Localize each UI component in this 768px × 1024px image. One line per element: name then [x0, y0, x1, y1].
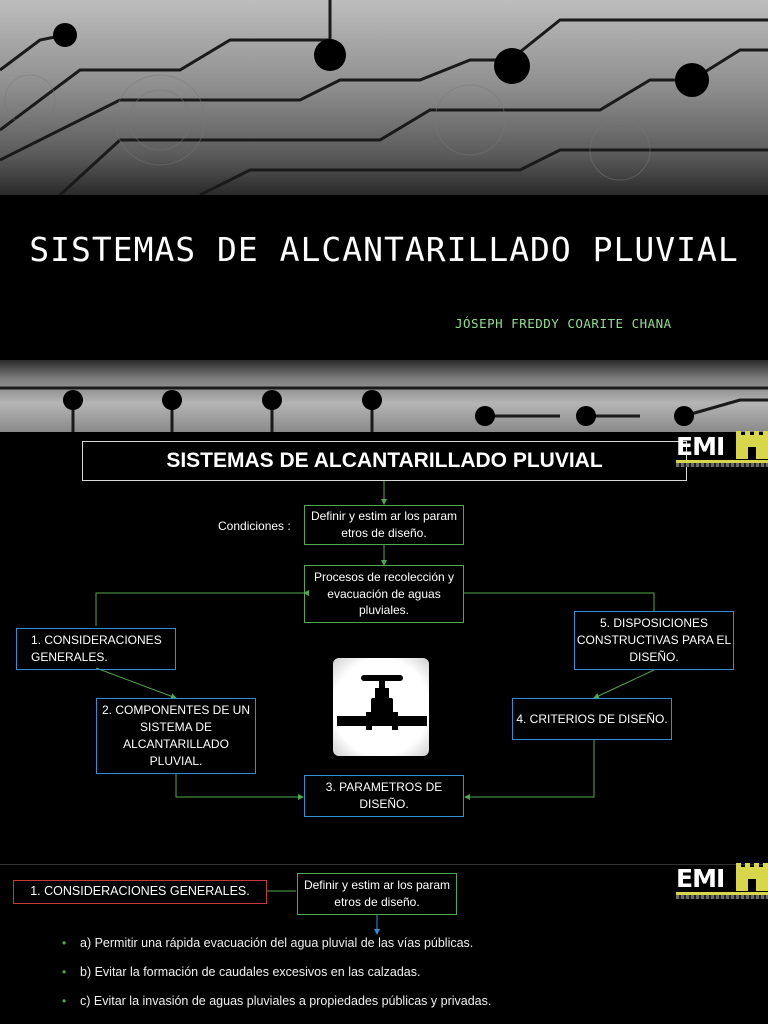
flowchart-title: SISTEMAS DE ALCANTARILLADO PLUVIAL — [82, 441, 687, 481]
considerations-list: •a) Permitir una rápida evacuación del a… — [62, 936, 762, 1023]
title-slide: SISTEMAS DE ALCANTARILLADO PLUVIAL JÓSEP… — [0, 0, 768, 432]
step-2-box: 2. COMPONENTES DE UN SISTEMA DE ALCANTAR… — [96, 698, 256, 774]
circuit-banner-top — [0, 0, 768, 195]
emi-logo: EMI — [676, 863, 768, 900]
castle-icon — [736, 863, 768, 891]
valve-icon — [333, 658, 429, 756]
list-item: •a) Permitir una rápida evacuación del a… — [62, 936, 474, 950]
step-5-box: 5. DISPOSICIONES CONSTRUCTIVAS PARA EL D… — [574, 611, 734, 670]
conditions-label: Condiciones : — [218, 519, 291, 533]
section-heading: 1. CONSIDERACIONES GENERALES. — [13, 880, 267, 904]
castle-icon — [736, 431, 768, 459]
down-arrow — [267, 890, 380, 935]
bullet-icon: • — [62, 936, 67, 950]
define-parameters-box: Definir y estim ar los param etros de di… — [297, 873, 457, 915]
step-4-box: 4. CRITERIOS DE DISEÑO. — [512, 698, 672, 740]
step-1-box: 1. CONSIDERACIONES GENERALES. — [16, 628, 176, 670]
list-item: •c) Evitar la invasión de aguas pluviale… — [62, 994, 492, 1008]
flow-connectors — [95, 481, 655, 800]
process-box: Procesos de recolección y evacuación de … — [304, 565, 464, 623]
list-item: •b) Evitar la formación de caudales exce… — [62, 965, 421, 979]
define-parameters-box: Definir y estim ar los param etros de di… — [304, 505, 464, 545]
emi-logo-text: EMI — [676, 432, 725, 461]
general-considerations-slide: 1. CONSIDERACIONES GENERALES. Definir y … — [0, 863, 768, 1024]
presentation-title: SISTEMAS DE ALCANTARILLADO PLUVIAL — [29, 230, 739, 269]
author-name: JÓSEPH FREDDY COARITE CHANA — [455, 316, 672, 331]
circuit-banner-bottom — [0, 360, 768, 432]
bullet-icon: • — [62, 965, 67, 979]
flowchart-slide: SISTEMAS DE ALCANTARILLADO PLUVIAL EMI C… — [0, 431, 768, 864]
step-3-box: 3. PARAMETROS DE DISEÑO. — [304, 775, 464, 817]
emi-logo-text: EMI — [676, 864, 725, 893]
emi-logo: EMI — [676, 431, 768, 468]
bullet-icon: • — [62, 994, 67, 1008]
